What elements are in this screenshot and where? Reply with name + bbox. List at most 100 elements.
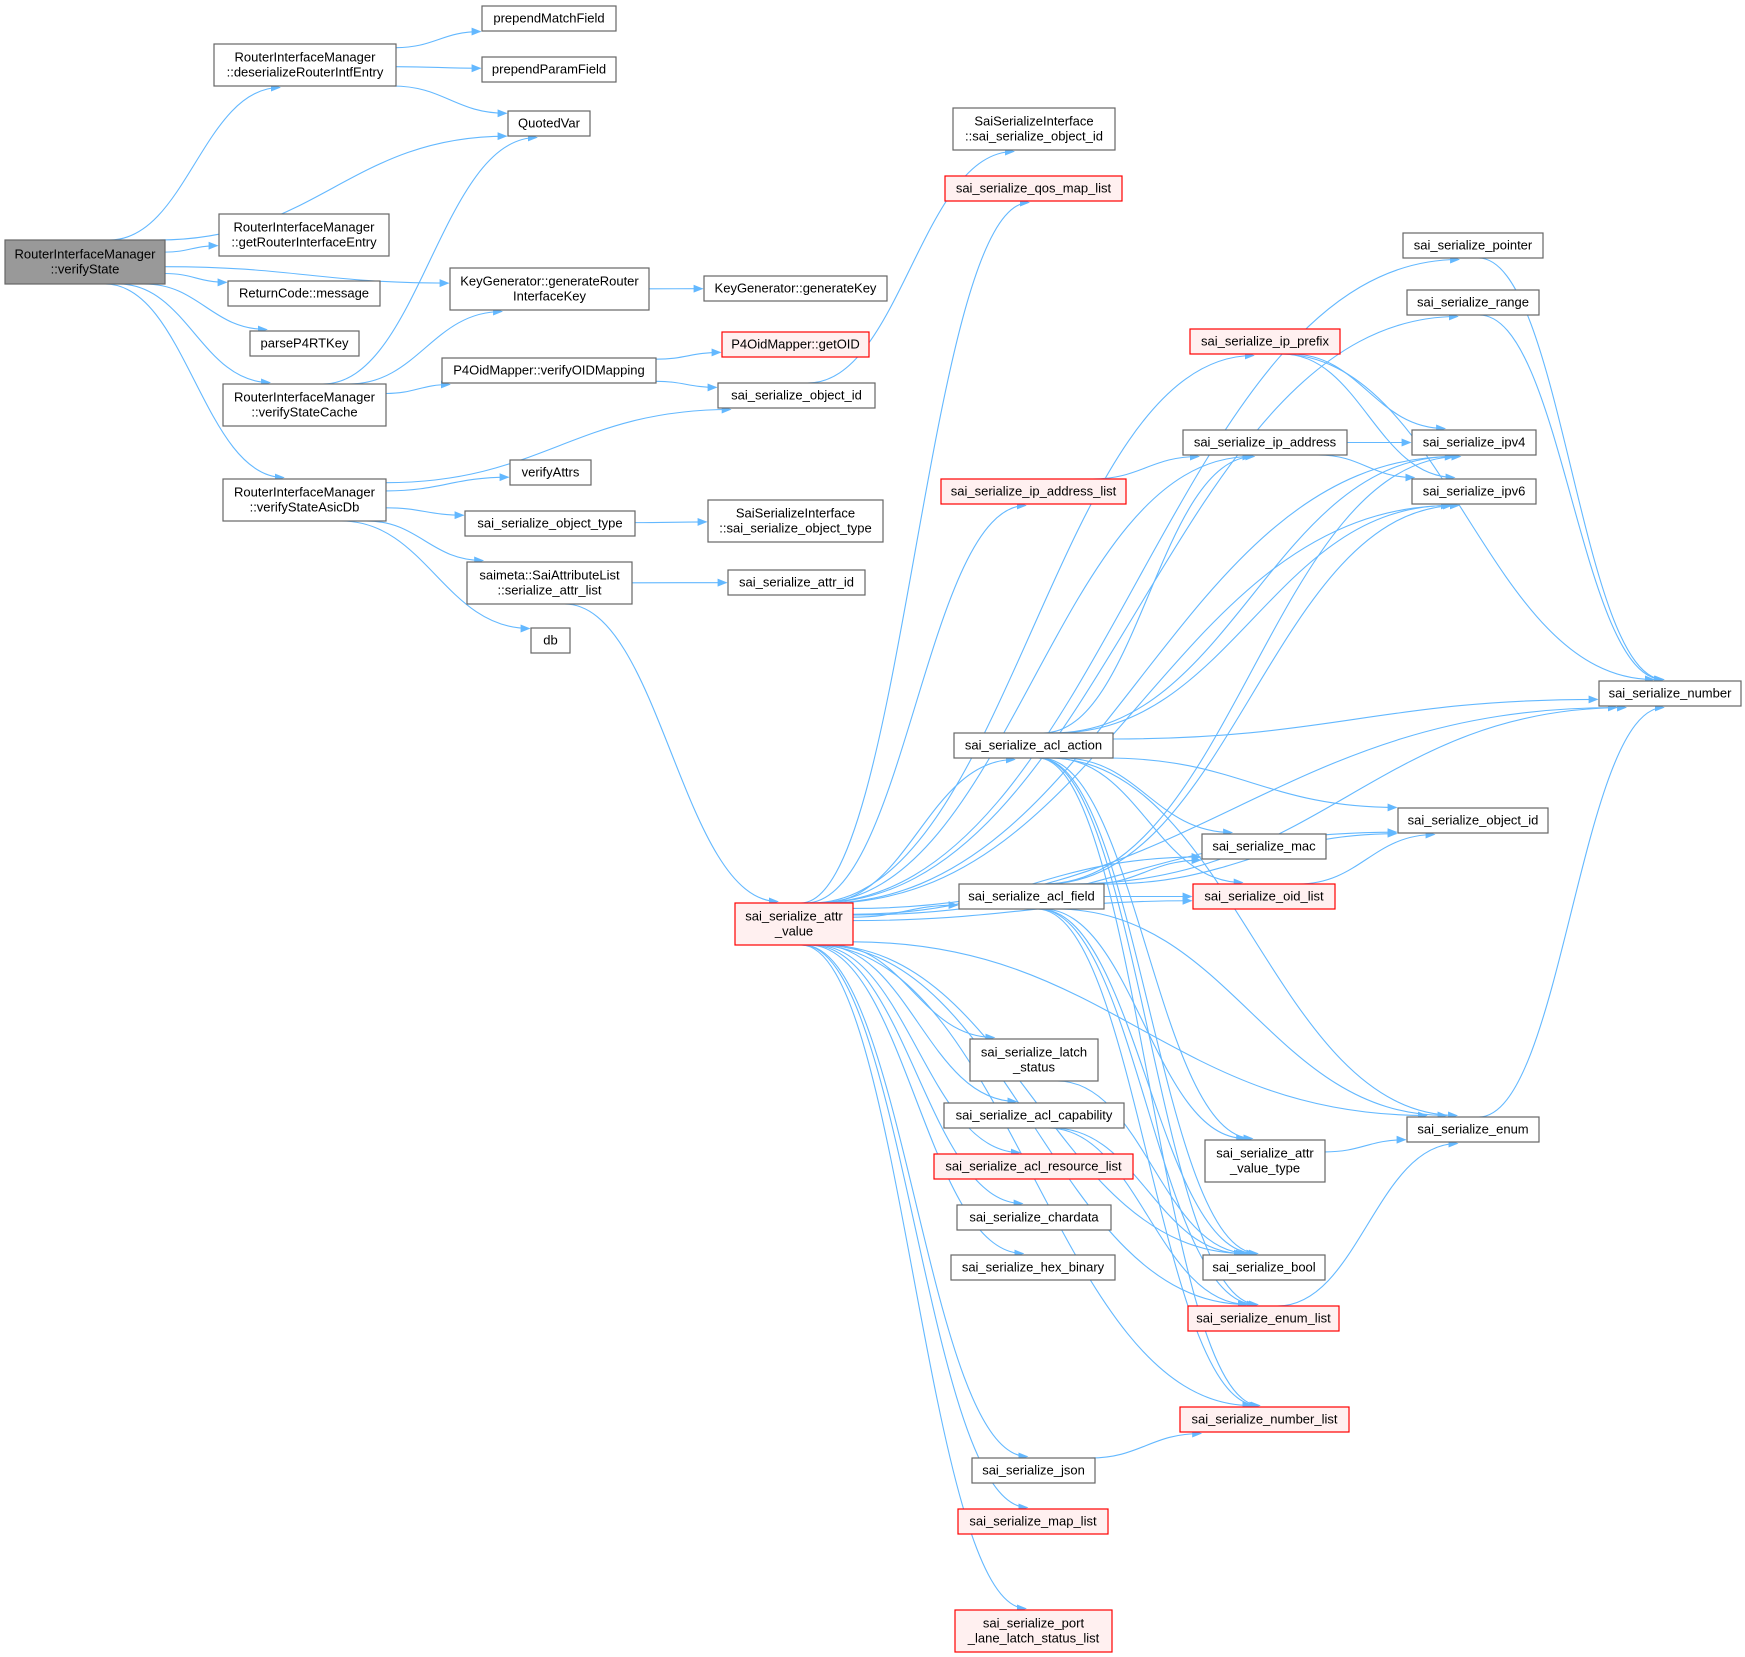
- node-ssi_ot[interactable]: SaiSerializeInterface::sai_serialize_obj…: [707, 499, 884, 543]
- node-vsad[interactable]: RouterInterfaceManager::verifyStateAsicD…: [222, 478, 387, 522]
- node-bool[interactable]: sai_serialize_bool: [1202, 1254, 1326, 1281]
- node-box[interactable]: [1202, 1254, 1326, 1281]
- node-ipp[interactable]: sai_serialize_ip_prefix: [1189, 328, 1341, 355]
- node-box[interactable]: [953, 732, 1114, 759]
- node-numl[interactable]: sai_serialize_number_list: [1179, 1406, 1350, 1433]
- node-box[interactable]: [1397, 807, 1549, 834]
- node-soid1[interactable]: sai_serialize_object_id: [717, 382, 876, 409]
- node-retmsg[interactable]: ReturnCode::message: [227, 280, 381, 307]
- node-box[interactable]: [952, 107, 1116, 151]
- node-box[interactable]: [249, 330, 360, 357]
- node-acla[interactable]: sai_serialize_acl_action: [953, 732, 1114, 759]
- node-box[interactable]: [721, 331, 870, 358]
- node-box[interactable]: [1182, 429, 1348, 456]
- node-box[interactable]: [441, 357, 657, 384]
- node-parse[interactable]: parseP4RTKey: [249, 330, 360, 357]
- node-box[interactable]: [227, 280, 381, 307]
- node-box[interactable]: [1201, 833, 1327, 860]
- node-box[interactable]: [218, 213, 390, 257]
- node-box[interactable]: [727, 569, 866, 596]
- node-box[interactable]: [734, 902, 854, 946]
- node-box[interactable]: [1189, 328, 1341, 355]
- node-box[interactable]: [530, 627, 571, 654]
- node-getRIE[interactable]: RouterInterfaceManager::getRouterInterfa…: [218, 213, 390, 257]
- node-box[interactable]: [1402, 232, 1544, 259]
- node-box[interactable]: [1204, 1139, 1326, 1183]
- node-box[interactable]: [944, 175, 1123, 202]
- node-oidl[interactable]: sai_serialize_oid_list: [1192, 883, 1336, 910]
- node-box[interactable]: [958, 883, 1105, 910]
- node-box[interactable]: [950, 1254, 1116, 1281]
- node-enml[interactable]: sai_serialize_enum_list: [1187, 1305, 1340, 1332]
- node-soid2[interactable]: sai_serialize_object_id: [1397, 807, 1549, 834]
- node-box[interactable]: [449, 267, 650, 311]
- node-box[interactable]: [464, 510, 636, 537]
- node-p4go[interactable]: P4OidMapper::getOID: [721, 331, 870, 358]
- node-box[interactable]: [222, 478, 387, 522]
- node-ptr[interactable]: sai_serialize_pointer: [1402, 232, 1544, 259]
- node-box[interactable]: [1598, 680, 1742, 707]
- node-lat[interactable]: sai_serialize_latch_status: [969, 1038, 1099, 1082]
- node-aclr[interactable]: sai_serialize_acl_resource_list: [933, 1153, 1134, 1180]
- node-hex[interactable]: sai_serialize_hex_binary: [950, 1254, 1116, 1281]
- node-qv[interactable]: QuotedVar: [507, 110, 591, 137]
- node-ipa[interactable]: sai_serialize_ip_address: [1182, 429, 1348, 456]
- node-box[interactable]: [1406, 289, 1540, 316]
- node-box[interactable]: [707, 499, 884, 543]
- node-aclc[interactable]: sai_serialize_acl_capability: [943, 1102, 1125, 1129]
- node-kgk[interactable]: KeyGenerator::generateKey: [703, 275, 888, 302]
- node-pmf[interactable]: prependMatchField: [481, 5, 617, 32]
- node-json[interactable]: sai_serialize_json: [971, 1457, 1096, 1484]
- node-sal[interactable]: saimeta::SaiAttributeList::serialize_att…: [466, 561, 633, 605]
- node-box[interactable]: [940, 478, 1127, 505]
- node-sav[interactable]: sai_serialize_attr_value: [734, 902, 854, 946]
- node-vsc[interactable]: RouterInterfaceManager::verifyStateCache: [222, 383, 387, 427]
- node-root[interactable]: RouterInterfaceManager::verifyState: [4, 239, 166, 285]
- node-ipal[interactable]: sai_serialize_ip_address_list: [940, 478, 1127, 505]
- node-va[interactable]: verifyAttrs: [509, 459, 592, 486]
- node-ipv4[interactable]: sai_serialize_ipv4: [1411, 429, 1537, 456]
- node-sot[interactable]: sai_serialize_object_type: [464, 510, 636, 537]
- node-box[interactable]: [466, 561, 633, 605]
- node-enm[interactable]: sai_serialize_enum: [1406, 1116, 1540, 1143]
- node-box[interactable]: [481, 5, 617, 32]
- node-box[interactable]: [507, 110, 591, 137]
- node-box[interactable]: [703, 275, 888, 302]
- node-box[interactable]: [933, 1153, 1134, 1180]
- node-box[interactable]: [971, 1457, 1096, 1484]
- node-chd[interactable]: sai_serialize_chardata: [956, 1204, 1112, 1231]
- node-box[interactable]: [969, 1038, 1099, 1082]
- node-mac[interactable]: sai_serialize_mac: [1201, 833, 1327, 860]
- node-box[interactable]: [1192, 883, 1336, 910]
- node-box[interactable]: [1179, 1406, 1350, 1433]
- node-box[interactable]: [1411, 478, 1537, 505]
- node-ssi_oid[interactable]: SaiSerializeInterface::sai_serialize_obj…: [952, 107, 1116, 151]
- node-ppf[interactable]: prependParamField: [481, 56, 617, 83]
- node-qml[interactable]: sai_serialize_qos_map_list: [944, 175, 1123, 202]
- node-rng[interactable]: sai_serialize_range: [1406, 289, 1540, 316]
- node-box[interactable]: [222, 383, 387, 427]
- node-box[interactable]: [957, 1508, 1109, 1535]
- node-box[interactable]: [4, 239, 166, 285]
- node-port[interactable]: sai_serialize_port_lane_latch_status_lis…: [954, 1609, 1113, 1653]
- node-aclf[interactable]: sai_serialize_acl_field: [958, 883, 1105, 910]
- node-box[interactable]: [481, 56, 617, 83]
- node-deser[interactable]: RouterInterfaceManager::deserializeRoute…: [213, 43, 397, 87]
- node-box[interactable]: [954, 1609, 1113, 1653]
- node-mapl[interactable]: sai_serialize_map_list: [957, 1508, 1109, 1535]
- node-box[interactable]: [1187, 1305, 1340, 1332]
- node-box[interactable]: [956, 1204, 1112, 1231]
- node-ipv6[interactable]: sai_serialize_ipv6: [1411, 478, 1537, 505]
- node-box[interactable]: [1411, 429, 1537, 456]
- node-db[interactable]: db: [530, 627, 571, 654]
- node-box[interactable]: [509, 459, 592, 486]
- node-box[interactable]: [213, 43, 397, 87]
- node-num[interactable]: sai_serialize_number: [1598, 680, 1742, 707]
- node-savt[interactable]: sai_serialize_attr_value_type: [1204, 1139, 1326, 1183]
- node-p4vo[interactable]: P4OidMapper::verifyOIDMapping: [441, 357, 657, 384]
- node-box[interactable]: [1406, 1116, 1540, 1143]
- node-box[interactable]: [717, 382, 876, 409]
- node-said[interactable]: sai_serialize_attr_id: [727, 569, 866, 596]
- node-box[interactable]: [943, 1102, 1125, 1129]
